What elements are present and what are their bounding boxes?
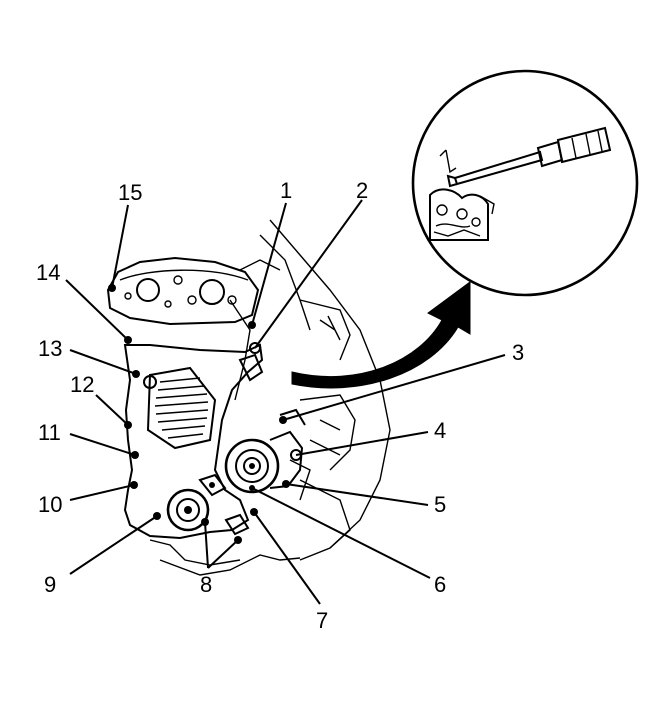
callout-14: 14 xyxy=(36,260,60,285)
callout-5: 5 xyxy=(434,492,446,517)
engine-block xyxy=(106,219,391,576)
callout-13: 13 xyxy=(38,336,62,361)
callout-11: 11 xyxy=(38,420,61,445)
leader-7 xyxy=(253,511,321,605)
leader-8b xyxy=(207,539,239,569)
callout-15: 15 xyxy=(118,180,142,205)
callout-10: 10 xyxy=(38,492,62,517)
inset-circle xyxy=(411,69,639,297)
callout-labels: 1 2 3 4 5 6 7 8 9 10 11 12 13 14 15 xyxy=(36,178,524,633)
leader-8a xyxy=(204,521,209,569)
leader-1 xyxy=(251,202,287,326)
callout-7: 7 xyxy=(316,608,328,633)
leader-6 xyxy=(251,487,431,579)
callout-9: 9 xyxy=(44,572,56,597)
callout-6: 6 xyxy=(434,572,446,597)
leader-3 xyxy=(282,354,506,421)
leader-9 xyxy=(69,515,158,575)
leader-13 xyxy=(69,349,137,375)
gasket-detail xyxy=(429,149,495,241)
crankshaft-sprocket xyxy=(166,488,210,532)
leader-11 xyxy=(69,433,136,456)
leader-4 xyxy=(295,431,429,456)
leader-5 xyxy=(285,483,429,506)
detail-inset xyxy=(411,69,639,297)
callout-8: 8 xyxy=(200,572,212,597)
callout-3: 3 xyxy=(512,340,524,365)
leader-10 xyxy=(69,484,135,501)
tensioner-pulley xyxy=(224,438,280,494)
curved-arrow-icon xyxy=(291,281,471,389)
leader-12 xyxy=(95,394,129,426)
upper-cover xyxy=(106,256,260,326)
leader-14 xyxy=(65,279,129,341)
leader-2 xyxy=(254,199,363,349)
cover-ribs xyxy=(146,366,217,450)
leader-15 xyxy=(111,204,129,289)
callout-2: 2 xyxy=(356,178,368,203)
screwdriver-icon xyxy=(446,126,612,188)
leader-lines xyxy=(65,199,506,605)
callout-12: 12 xyxy=(70,372,94,397)
callout-1: 1 xyxy=(280,178,292,203)
callout-4: 4 xyxy=(434,418,446,443)
